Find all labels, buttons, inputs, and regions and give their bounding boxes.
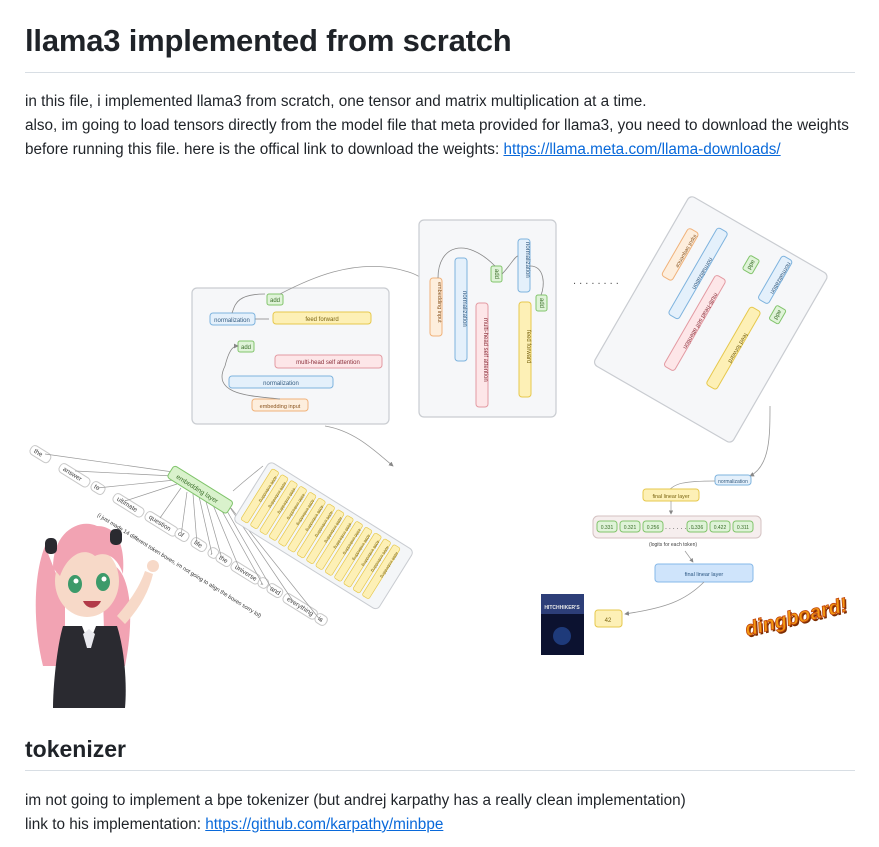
block2-embedding-input: embedding input [436, 282, 442, 323]
answer-42: 42 [605, 618, 612, 624]
title-divider [25, 72, 855, 73]
block1-embedding-input: embedding input [260, 404, 301, 410]
movie-poster-image: HITCHHIKER'S [541, 594, 584, 655]
token-0: the [32, 448, 44, 459]
logit-0: 0.331 [601, 525, 614, 531]
block1-normalization: normalization [214, 318, 250, 324]
token-8: the [217, 554, 229, 565]
token-2: to [92, 483, 101, 492]
page-title: llama3 implemented from scratch [25, 23, 512, 58]
output-normalization: normalization [718, 479, 748, 485]
download-link[interactable]: https://llama.meta.com/llama-downloads/ [503, 141, 781, 158]
block1-feed-forward: feed forward [305, 317, 338, 323]
tokenizer-paragraph: im not going to implement a bpe tokenize… [25, 789, 855, 837]
block2-add-1: add [493, 269, 499, 279]
intro-line-2: also, im going to load tensors directly … [25, 117, 849, 158]
output-head: normalization final linear layer 0.331 0… [592, 474, 762, 628]
block1-normalization-2: normalization [263, 381, 299, 387]
block2-add-2: add [538, 298, 544, 308]
transformer-block-3: input sequence normalization multi-head … [593, 196, 828, 443]
final-linear-top: final linear layer [652, 494, 689, 500]
token-13: is [316, 615, 324, 624]
block2-normalization-2: normalization [524, 242, 530, 278]
dingboard-logo: dingboard! dingboard! [742, 594, 851, 643]
block3-add-1: add [745, 259, 755, 271]
block2-normalization: normalization [461, 291, 467, 327]
token-6: life [192, 539, 203, 550]
embedding-layer-box: embedding layer [167, 465, 233, 514]
tokenizer-heading: tokenizer [25, 736, 126, 762]
transformer-block-1: add normalization feed forward add multi… [191, 266, 436, 425]
logit-3: 0.336 [691, 525, 704, 531]
tokenizer-divider [25, 770, 855, 771]
logit-1: 0.321 [624, 525, 637, 531]
tokenizer-line-1: im not going to implement a bpe tokenize… [25, 792, 686, 809]
logit-4: 0.422 [714, 525, 727, 531]
block2-feed-forward: feed forward [525, 330, 531, 363]
token-5: of [176, 530, 184, 539]
minbpe-link[interactable]: https://github.com/karpathy/minbpe [205, 816, 444, 833]
final-linear-layer: final linear layer [685, 572, 724, 578]
token-7: , [209, 549, 214, 556]
movie-poster-title: HITCHHIKER'S [544, 605, 580, 611]
anime-girl-illustration [35, 523, 159, 708]
intro-paragraph: in this file, i implemented llama3 from … [25, 90, 855, 162]
logits-caption: (logits for each token) [649, 542, 697, 548]
dingboard-logo-text: dingboard! [743, 594, 850, 641]
tokenizer-line-2: link to his implementation: [25, 816, 206, 833]
block1-attention: multi-head self attention [296, 360, 360, 366]
block3-add-2: add [772, 309, 782, 321]
token-11: and [268, 585, 281, 597]
diagram-svg: add normalization feed forward add multi… [29, 196, 851, 708]
logit-2: 0.256 [647, 525, 660, 531]
block1-add-mid: add [241, 345, 251, 351]
intro-line-1: in this file, i implemented llama3 from … [25, 93, 647, 110]
block2-attention: multi-head self attention [482, 318, 488, 382]
logit-5: 0.311 [737, 525, 749, 531]
transformer-block-2: embedding input normalization multi-head… [418, 219, 557, 418]
blocks-ellipsis: . . . . . . . . [573, 275, 619, 287]
embedding-matrix: 4096 embedding 4096 embedding 4096 embed… [234, 462, 413, 610]
logits-ellipsis: . . . . . . . . [665, 524, 694, 531]
block1-add-top: add [270, 298, 280, 304]
architecture-diagram: add normalization feed forward add multi… [25, 196, 857, 708]
